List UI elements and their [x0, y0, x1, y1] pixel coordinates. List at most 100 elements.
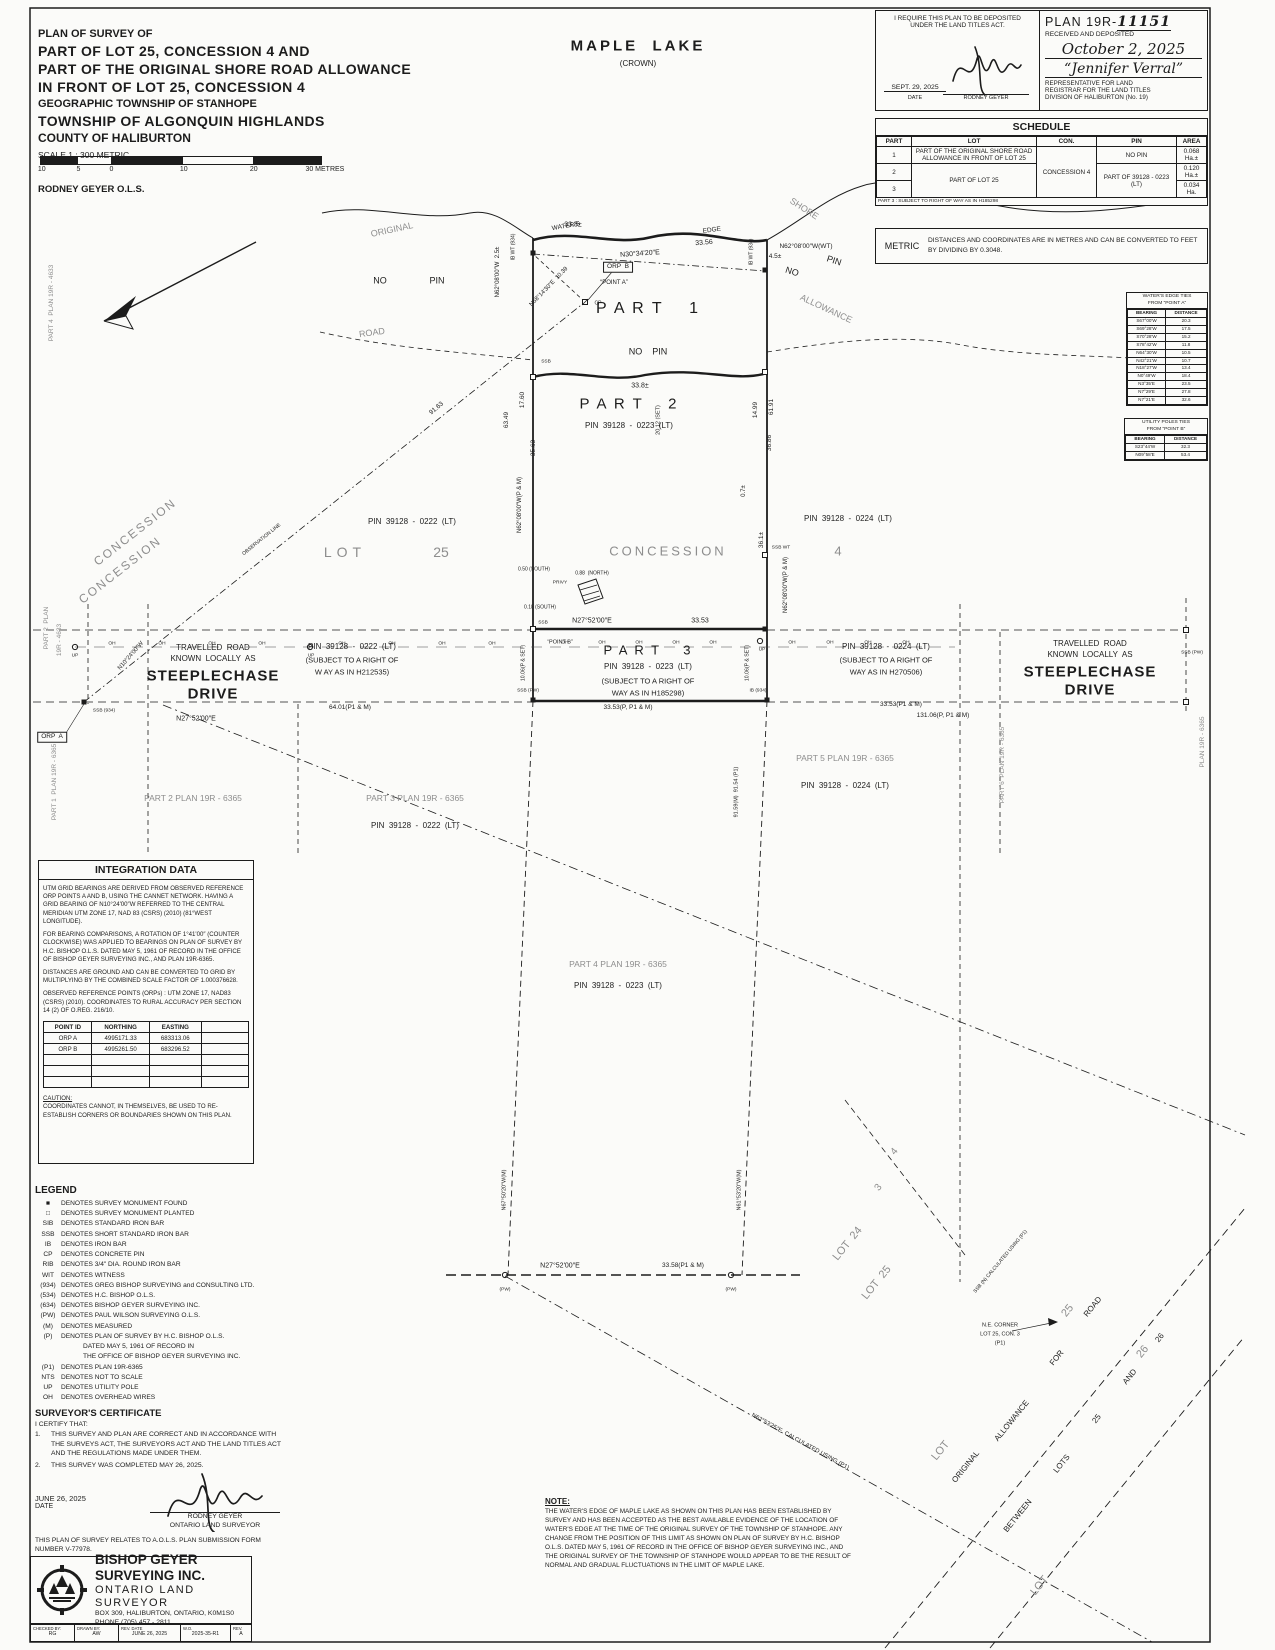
point-a-label: “POINT A”	[600, 280, 628, 286]
table-cell: S23°44'W	[1124, 443, 1166, 452]
legend-items: ■DENOTES SURVEY MONUMENT FOUND□DENOTES S…	[35, 1199, 275, 1403]
table-cell: CONCESSION 4	[1036, 146, 1097, 198]
certificate-item-number: 1.	[35, 1431, 41, 1438]
legend-text: DENOTES PAUL WILSON SURVEYING O.L.S.	[61, 1312, 201, 1320]
legend-symbol: IB	[44, 1240, 52, 1248]
legend-item: (M)DENOTES MEASURED	[35, 1322, 275, 1332]
table-cell: N7°21'E	[1126, 396, 1167, 405]
legend-symbol: (P1)	[41, 1363, 55, 1371]
table-cell: 0.120 Ha.±	[1176, 163, 1207, 181]
dim-9159-v: 91.59(M) 91.54 (P1)	[733, 766, 740, 818]
certificate-item: 2.THIS SURVEY WAS COMPLETED MAY 26, 2025…	[35, 1461, 285, 1471]
dim-1006-right: 10.06(P & SET)	[744, 644, 751, 682]
scale-bar-tick-label: 10	[179, 166, 188, 173]
allowance-limit-right	[766, 338, 1187, 363]
legend-text: DENOTES UTILITY POLE	[61, 1383, 139, 1391]
dim-6349: 63.49	[502, 411, 510, 429]
table-cell	[91, 1065, 150, 1078]
concession-4-label: 4	[834, 543, 842, 559]
dim-1760: 17.60	[518, 391, 526, 409]
titlebar-cell-value: AW	[92, 1631, 101, 1637]
table-cell: S78°42'W	[1126, 340, 1167, 350]
integration-paragraph: DISTANCES ARE GROUND AND CAN BE CONVERTE…	[43, 968, 238, 985]
part3-subject-1: (SUBJECT TO A RIGHT OF	[601, 676, 695, 686]
deposit-date-hand: October 2, 2025	[1045, 40, 1202, 59]
deposit-date-label: DATE	[907, 95, 923, 101]
privy-dim-018: 0.18 (SOUTH)	[524, 604, 556, 611]
steeplechase-right: STEEPLECHASE	[1023, 663, 1157, 681]
part2-plan4633-v2: 19R - 4633	[55, 623, 63, 657]
scale-bar-segment	[111, 157, 183, 164]
ne-corner-1: N.E. CORNER	[981, 1322, 1019, 1329]
dim-1499: 14.99	[751, 401, 759, 419]
table-cell	[43, 1065, 93, 1078]
concrete-pin-slash	[581, 298, 589, 306]
legend-text: DENOTES CONCRETE PIN	[61, 1251, 145, 1259]
column-header: BEARING	[1124, 435, 1166, 445]
north-arrow-head-open	[103, 315, 134, 330]
deposit-text: I REQUIRE THIS PLAN TO BE DEPOSITED	[894, 15, 1021, 22]
company-address: BOX 309, HALIBURTON, ONTARIO, K0M1S0	[95, 1609, 235, 1617]
part3-title: P A R T 3	[603, 642, 693, 658]
certificate-title: SURVEYOR'S CERTIFICATE	[35, 1408, 162, 1419]
column-header: BEARING	[1126, 309, 1167, 319]
table-cell: 0.034 Ha.	[1176, 180, 1207, 198]
table-row	[43, 1054, 249, 1067]
ne-corner-3: (P1)	[994, 1340, 1006, 1347]
legend-symbol: OH	[43, 1394, 53, 1402]
table-cell: N3°35'E	[1126, 380, 1167, 390]
brg-road-left: N27°52'00″E	[176, 715, 216, 723]
titlebar-cell-value: JUNE 26, 2025	[131, 1631, 168, 1637]
metric-box: METRIC DISTANCES AND COORDINATES ARE IN …	[875, 228, 1208, 264]
scale-caption: SCALE 1 : 300 METRIC	[38, 150, 130, 160]
table-cell: 53.4	[1164, 451, 1207, 460]
lot-25-label: 25	[433, 544, 449, 560]
surveyor-name-label: RODNEY GEYER O.L.S.	[38, 184, 145, 195]
ne-corner-2: LOT 25, CON. 3	[980, 1331, 1020, 1338]
titlebar-cell-value: A	[239, 1631, 243, 1637]
table-cell	[148, 1076, 202, 1089]
oh-wires-label: OH	[338, 641, 346, 647]
note-block: NOTE: THE WATER'S EDGE OF MAPLE LAKE AS …	[545, 1497, 857, 1571]
table-cell	[148, 1065, 202, 1078]
table-cell: PART OF THE ORIGINAL SHORE ROAD ALLOWANC…	[911, 146, 1037, 164]
table-cell: PART OF LOT 25	[911, 163, 1037, 198]
plan-title-line: COUNTY OF HALIBURTON	[38, 131, 191, 145]
table-cell: 0.068 Ha.±	[1176, 146, 1207, 164]
table-cell: 17.5	[1165, 325, 1207, 334]
travelled-road-right-1: TRAVELLED ROAD	[1053, 639, 1127, 648]
pin-0224-subject-2: WAY AS IN H270506)	[849, 667, 923, 677]
legend-item: ■DENOTES SURVEY MONUMENT FOUND	[35, 1199, 275, 1209]
table-cell	[148, 1054, 202, 1067]
column-header: AREA	[1176, 136, 1207, 147]
table-row	[43, 1065, 249, 1078]
column-header	[200, 1021, 249, 1034]
integration-data-box: INTEGRATION DATA UTM GRID BEARINGS ARE D…	[38, 860, 254, 1164]
legend-text: DENOTES PLAN OF SURVEY BY H.C. BISHOP O.…	[61, 1332, 241, 1361]
privy-symbol	[577, 578, 604, 605]
pw-bottom-left: (PW)	[499, 1287, 511, 1293]
legend-symbol: RIB	[42, 1261, 54, 1269]
deposit-statement-box: I REQUIRE THIS PLAN TO BE DEPOSITED UNDE…	[875, 10, 1040, 111]
table-cell: N7°29'E	[1126, 388, 1167, 398]
table-cell: 18.4	[1165, 372, 1207, 382]
legend-symbol: (534)	[40, 1291, 56, 1299]
plan-number-line: PLAN 19R-11151	[1045, 14, 1202, 31]
legend-symbol: NTS	[41, 1373, 55, 1381]
travelled-road-left-2: KNOWN LOCALLY AS	[170, 654, 256, 663]
scale-bar-segment	[253, 157, 321, 164]
oh-wires-label: OH	[788, 640, 796, 646]
integration-paragraph: FOR BEARING COMPARISONS, A ROTATION OF 1…	[43, 931, 243, 963]
legend-symbol: ■	[46, 1200, 50, 1207]
orp-tie-line	[532, 253, 586, 303]
